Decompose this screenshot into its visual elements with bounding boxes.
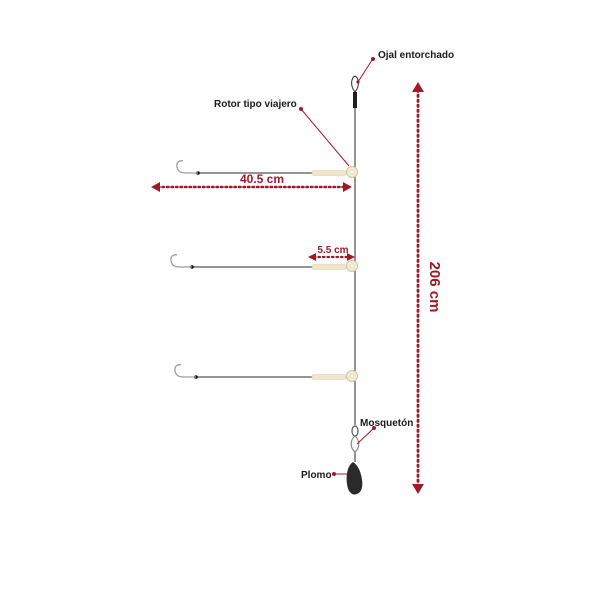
branch-3 <box>174 364 358 382</box>
snap-swivel <box>350 425 360 462</box>
callout-snap: Mosquetón <box>356 418 413 445</box>
eyelet <box>351 75 359 108</box>
callout-rotor: Rotor tipo viajero <box>214 99 350 167</box>
total-length-measure: 206 cm <box>412 82 443 494</box>
sinker-label: Plomo <box>301 470 332 481</box>
callout-eyelet: Ojal entorchado <box>356 50 454 84</box>
branch-length-label: 40.5 cm <box>240 172 284 186</box>
eyelet-label: Ojal entorchado <box>378 50 454 61</box>
sinker <box>346 462 363 495</box>
branch-length-measure: 40.5 cm <box>151 172 352 192</box>
callout-sinker: Plomo <box>301 470 347 481</box>
total-length-label: 206 cm <box>426 262 443 313</box>
snap-label: Mosquetón <box>360 418 413 429</box>
branch-spacing-label: 5.5 cm <box>317 245 348 256</box>
rotor-label: Rotor tipo viajero <box>214 99 297 110</box>
branch-spacing-measure: 5.5 cm <box>308 245 355 261</box>
branch-2 <box>170 254 358 272</box>
branch-1 <box>176 160 358 178</box>
